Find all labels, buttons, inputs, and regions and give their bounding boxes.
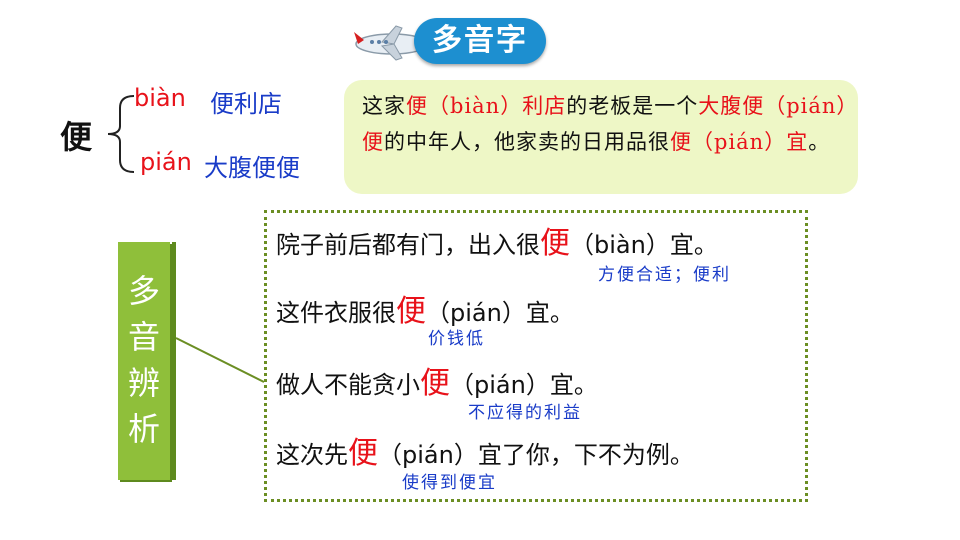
sentence-1: 院子前后都有门，出入很便（biàn）宜。 [276,218,718,262]
label-char: 析 [127,410,160,448]
example-part: 的中年人，他家卖的日用品很 [384,130,670,154]
sentence-2: 这件衣服很便（pián）宜。 [276,286,574,330]
example-box [344,80,858,194]
brace-icon [107,95,135,173]
reading-pinyin-2: pián [140,148,192,176]
main-character: 便 [60,118,93,156]
sentence-4: 这次先便（pián）宜了你，下不为例。 [276,428,694,472]
sentence-after: （pián）宜。 [450,371,598,399]
reading-pinyin-1: biàn [134,84,186,112]
example-text: 这家便（biàn）利店的老板是一个大腹便（pián）便的中年人，他家卖的日用品很… [362,88,848,160]
sentence-box [264,210,808,502]
title-badge [414,18,546,64]
example-highlight: 便（pián）宜 [670,130,809,154]
example-part: 这家 [362,94,406,118]
example-highlight: （pián）便 [362,94,848,154]
label-char: 多 [127,272,160,310]
sentence-note-4: 使得到便宜 [402,473,497,493]
example-highlight: 大腹便 [698,94,765,118]
sentence-note-1: 方便合适；便利 [598,265,731,285]
sentence-after: （pián）宜了你，下不为例。 [378,441,694,469]
vertical-label-edge [172,242,176,480]
reading-word-2: 大腹便便 [204,154,300,182]
vertical-label [118,242,170,480]
sentence-after: （pián）宜。 [426,299,574,327]
sentence-3: 做人不能贪小便（pián）宜。 [276,358,598,402]
sentence-char: 便 [540,226,570,261]
sentence-char: 便 [348,436,378,471]
sentence-before: 做人不能贪小 [276,371,420,399]
page-title: 多音字 [432,23,528,58]
sentence-before: 院子前后都有门，出入很 [276,231,540,259]
sentence-char: 便 [420,366,450,401]
sentence-before: 这件衣服很 [276,299,396,327]
example-part: 的老板是一个 [566,94,699,118]
vertical-label-text: 多 音 辨 析 [118,268,170,452]
example-part: 。 [808,130,831,154]
sentence-note-2: 价钱低 [428,329,485,349]
sentence-after: （biàn）宜。 [570,231,718,259]
label-char: 辨 [127,364,160,402]
sentence-before: 这次先 [276,441,348,469]
sentence-char: 便 [396,294,426,329]
connector-line [176,337,265,383]
example-highlight: 便（biàn）利店 [406,94,567,118]
sentence-note-3: 不应得的利益 [468,403,582,423]
reading-word-1: 便利店 [210,90,282,118]
label-char: 音 [127,318,160,356]
